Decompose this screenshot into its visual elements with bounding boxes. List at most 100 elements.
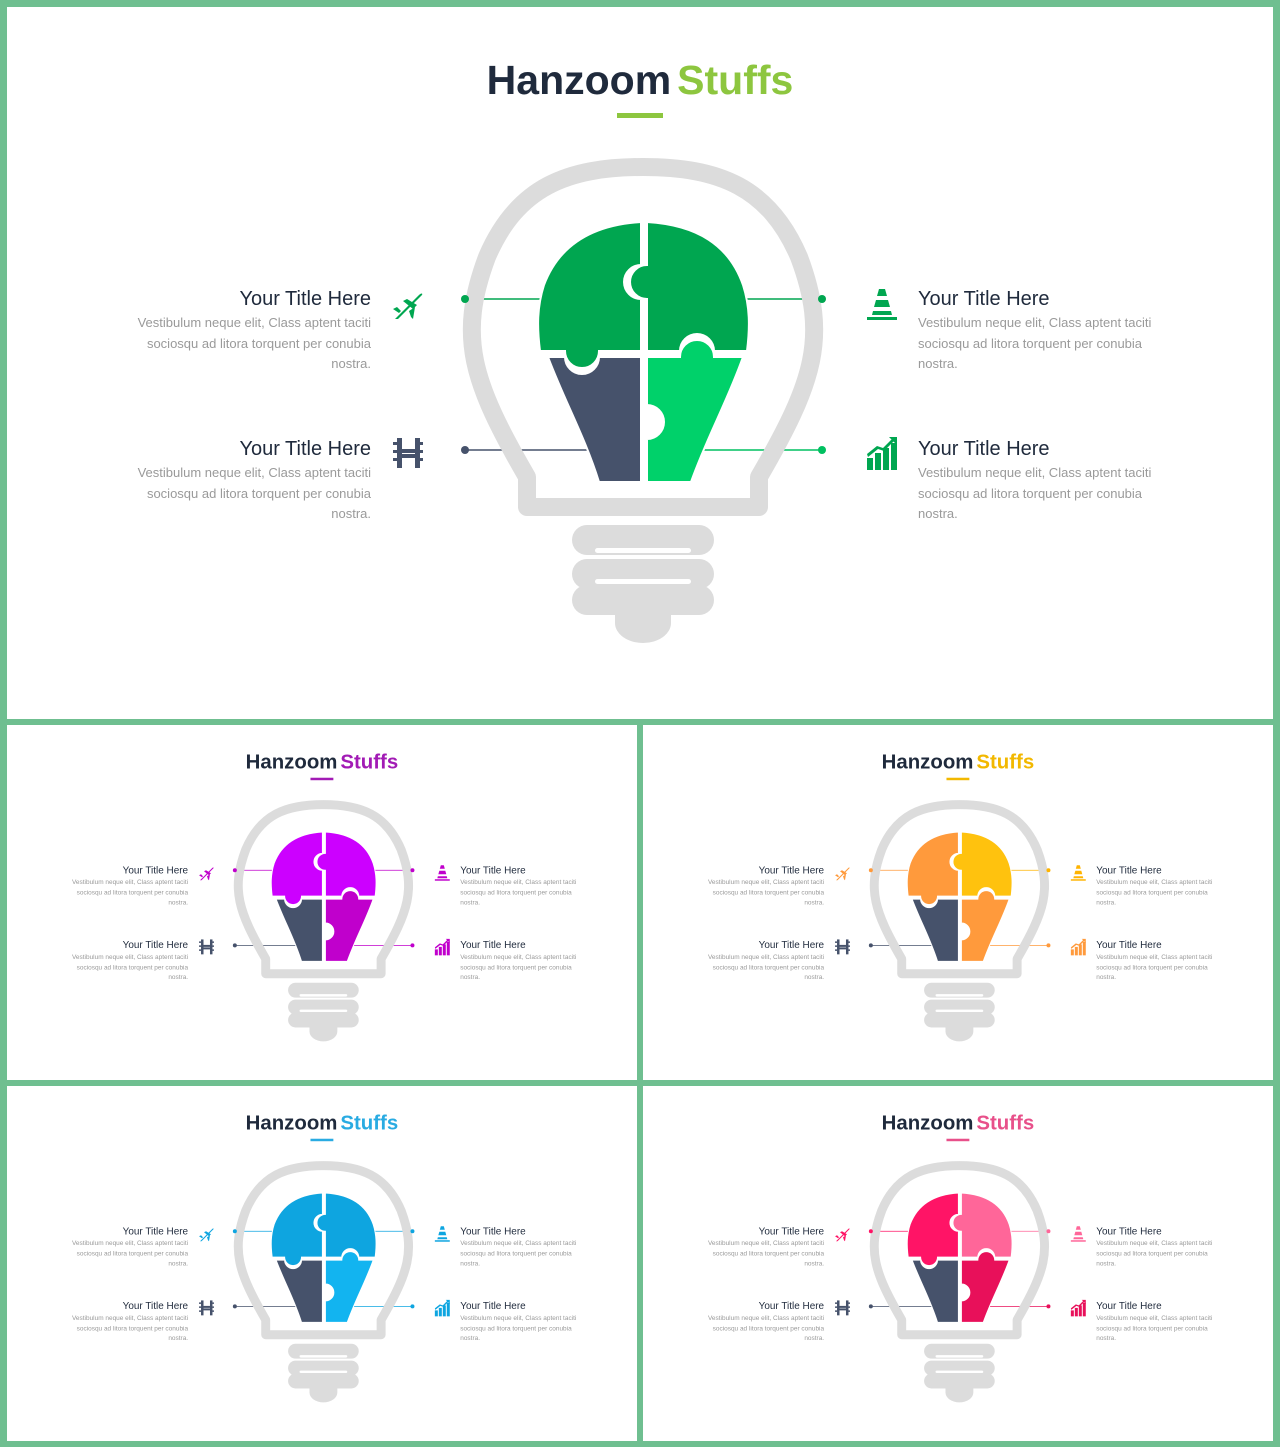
film-strip-icon bbox=[393, 438, 423, 468]
slide-pink: HanzoomStuffs bbox=[643, 1086, 1273, 1441]
title-dark: Hanzoom bbox=[881, 1110, 974, 1134]
item-top-left: Your Title Here Vestibulum neque elit, C… bbox=[695, 864, 824, 908]
airplane-icon bbox=[199, 867, 214, 881]
item-title: Your Title Here bbox=[460, 1225, 526, 1237]
item-description: Vestibulum neque elit, Class aptent taci… bbox=[71, 952, 189, 981]
bulb-outline bbox=[869, 1161, 1050, 1340]
item-description: Vestibulum neque elit, Class aptent taci… bbox=[1096, 878, 1213, 907]
item-bottom-right: Your Title Here Vestibulum neque elit, C… bbox=[460, 939, 589, 983]
puzzle-piece-top-right bbox=[316, 831, 377, 897]
connector-dot-bottom-left bbox=[232, 1304, 237, 1309]
item-top-right: Your Title Here Vestibulum neque elit, C… bbox=[1096, 864, 1225, 908]
film-strip-icon bbox=[835, 939, 850, 955]
airplane-icon bbox=[199, 1228, 214, 1242]
item-description: Vestibulum neque elit, Class aptent taci… bbox=[707, 1313, 825, 1342]
item-title: Your Title Here bbox=[758, 1225, 825, 1237]
slide-purple: HanzoomStuffs bbox=[7, 725, 637, 1080]
item-title: Your Title Here bbox=[239, 288, 371, 310]
title-accent: Stuffs bbox=[340, 749, 399, 773]
puzzle-piece-bottom-left bbox=[911, 898, 959, 962]
connector-dot-bottom-left bbox=[232, 943, 237, 948]
item-description: Vestibulum neque elit, Class aptent taci… bbox=[460, 1313, 577, 1342]
puzzle-piece-top-right bbox=[629, 220, 750, 352]
item-top-right: Your Title Here Vestibulum neque elit, C… bbox=[1096, 1225, 1225, 1269]
connector-dot-bottom-left bbox=[461, 446, 469, 454]
item-title: Your Title Here bbox=[758, 864, 825, 876]
airplane-icon bbox=[835, 867, 850, 881]
connector-dot-top-right bbox=[1046, 868, 1051, 873]
item-top-left: Your Title Here Vestibulum neque elit, C… bbox=[111, 287, 371, 375]
slide-title: HanzoomStuffs bbox=[643, 1111, 1273, 1134]
item-description: Vestibulum neque elit, Class aptent taci… bbox=[71, 1239, 189, 1268]
item-bottom-left: Your Title Here Vestibulum neque elit, C… bbox=[59, 1300, 188, 1344]
item-top-left: Your Title Here Vestibulum neque elit, C… bbox=[695, 1225, 824, 1269]
slide-title: HanzoomStuffs bbox=[7, 750, 637, 773]
puzzle-piece-top-left bbox=[270, 831, 323, 906]
title-accent: Stuffs bbox=[976, 1110, 1035, 1134]
lightbulb-diagram bbox=[868, 1161, 1051, 1403]
bar-chart-icon bbox=[434, 938, 450, 956]
bulb-base bbox=[924, 982, 995, 1042]
title-underline bbox=[617, 113, 663, 118]
slide-blue: HanzoomStuffs bbox=[7, 1086, 637, 1441]
connector-dot-bottom-right bbox=[1046, 1304, 1051, 1309]
puzzle-piece-top-right bbox=[316, 1192, 377, 1258]
puzzle-piece-bottom-right bbox=[646, 339, 745, 483]
film-strip-icon bbox=[835, 1300, 850, 1316]
bulb-base bbox=[924, 1343, 995, 1403]
title-underline bbox=[310, 777, 334, 781]
item-description: Vestibulum neque elit, Class aptent taci… bbox=[460, 952, 577, 981]
lightbulb-diagram bbox=[868, 800, 1051, 1042]
puzzle-piece-top-left bbox=[906, 1192, 959, 1267]
item-bottom-left: Your Title Here Vestibulum neque elit, C… bbox=[111, 437, 371, 525]
connector-dot-top-right bbox=[410, 868, 415, 873]
connector-dot-bottom-right bbox=[818, 446, 826, 454]
item-description: Vestibulum neque elit, Class aptent taci… bbox=[707, 878, 825, 907]
title-dark: Hanzoom bbox=[486, 57, 672, 103]
puzzle-piece-bottom-right bbox=[324, 890, 374, 962]
item-bottom-left: Your Title Here Vestibulum neque elit, C… bbox=[695, 939, 824, 983]
item-description: Vestibulum neque elit, Class aptent taci… bbox=[71, 878, 189, 907]
item-top-left: Your Title Here Vestibulum neque elit, C… bbox=[59, 864, 188, 908]
puzzle-piece-bottom-left bbox=[275, 898, 323, 962]
item-top-right: Your Title Here Vestibulum neque elit, C… bbox=[460, 1225, 589, 1269]
item-bottom-left: Your Title Here Vestibulum neque elit, C… bbox=[59, 939, 188, 983]
item-title: Your Title Here bbox=[460, 864, 526, 876]
bulb-outline bbox=[233, 800, 414, 979]
connector-dot-top-left bbox=[461, 295, 469, 303]
puzzle-piece-bottom-right bbox=[960, 890, 1010, 962]
item-description: Vestibulum neque elit, Class aptent taci… bbox=[460, 1239, 577, 1268]
item-description: Vestibulum neque elit, Class aptent taci… bbox=[1096, 952, 1213, 981]
item-description: Vestibulum neque elit, Class aptent taci… bbox=[918, 465, 1152, 521]
bulb-outline bbox=[869, 800, 1050, 979]
item-title: Your Title Here bbox=[122, 1300, 189, 1312]
item-description: Vestibulum neque elit, Class aptent taci… bbox=[137, 465, 371, 521]
item-bottom-right: Your Title Here Vestibulum neque elit, C… bbox=[918, 437, 1178, 525]
item-top-left: Your Title Here Vestibulum neque elit, C… bbox=[59, 1225, 188, 1269]
bar-chart-icon bbox=[1070, 938, 1086, 956]
puzzle-piece-top-left bbox=[270, 1192, 323, 1267]
bulb-base bbox=[572, 525, 714, 643]
lightbulb-diagram bbox=[461, 158, 826, 643]
item-title: Your Title Here bbox=[460, 1300, 526, 1312]
connector-dot-bottom-left bbox=[868, 943, 873, 948]
bar-chart-icon bbox=[1070, 1299, 1086, 1317]
puzzle-piece-top-left bbox=[537, 220, 642, 369]
bulb-outline bbox=[233, 1161, 414, 1340]
slide-title: HanzoomStuffs bbox=[7, 1111, 637, 1134]
traffic-cone-icon bbox=[1070, 865, 1086, 881]
item-description: Vestibulum neque elit, Class aptent taci… bbox=[460, 878, 577, 907]
puzzle-piece-bottom-left bbox=[911, 1259, 959, 1323]
item-description: Vestibulum neque elit, Class aptent taci… bbox=[1096, 1313, 1213, 1342]
film-strip-icon bbox=[199, 939, 214, 955]
title-accent: Stuffs bbox=[976, 749, 1035, 773]
item-title: Your Title Here bbox=[758, 1300, 825, 1312]
connector-dot-top-right bbox=[1046, 1229, 1051, 1234]
puzzle-piece-top-left bbox=[906, 831, 959, 906]
connector-dot-bottom-right bbox=[1046, 943, 1051, 948]
connector-dot-top-left bbox=[232, 1229, 237, 1234]
traffic-cone-icon bbox=[434, 865, 450, 881]
item-top-right: Your Title Here Vestibulum neque elit, C… bbox=[918, 287, 1178, 375]
connector-dot-top-right bbox=[818, 295, 826, 303]
